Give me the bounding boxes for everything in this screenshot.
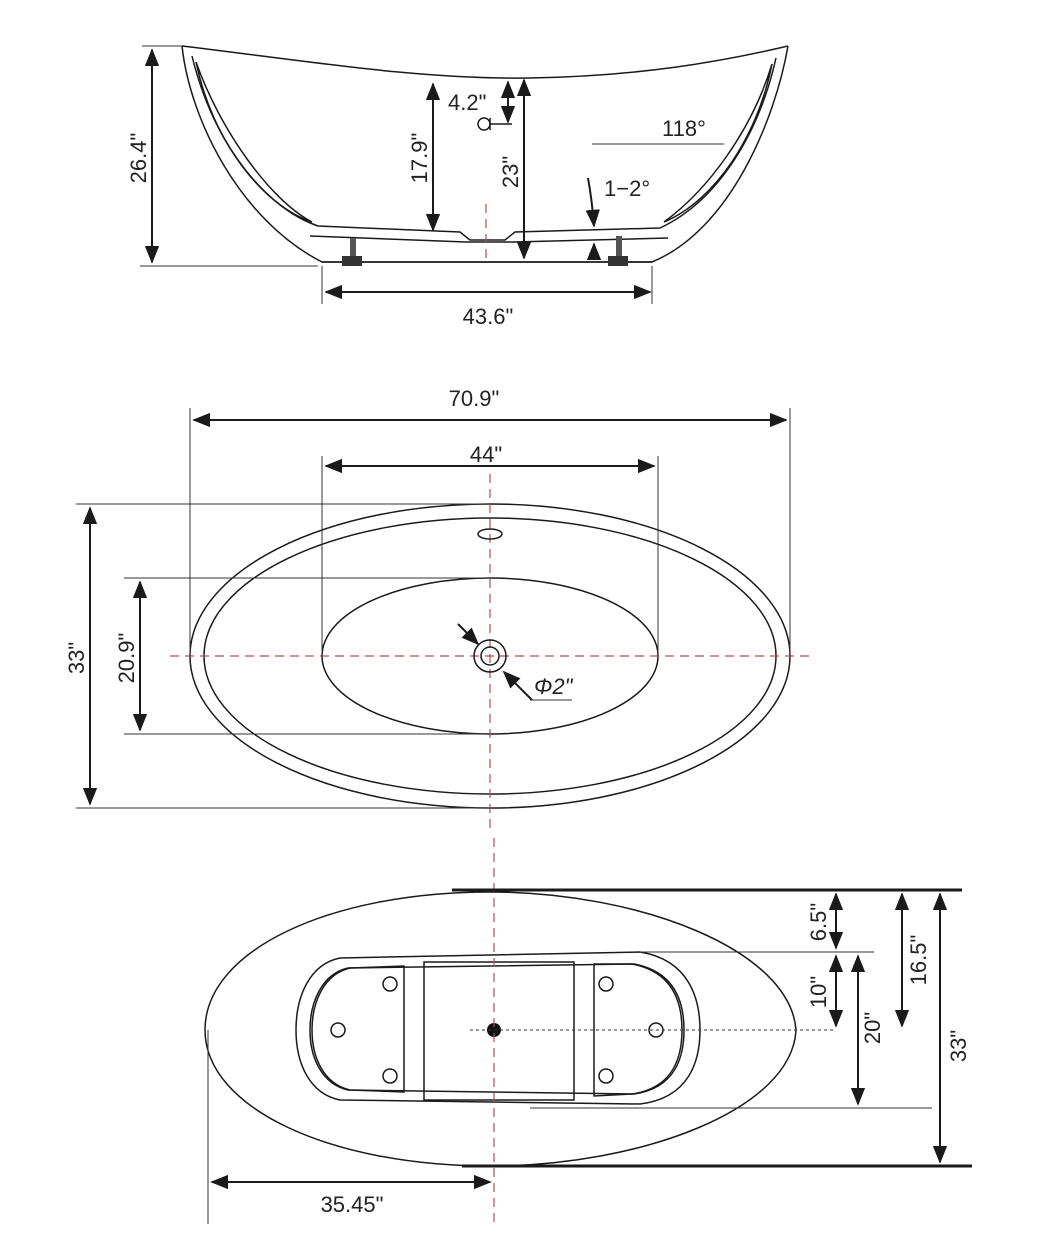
label-overflow-offset: 4.2" [448, 90, 486, 115]
drain [473, 639, 507, 673]
slope-arrow [585, 177, 600, 228]
label-base-length: 43.6" [463, 304, 514, 329]
bottom-view: 6.5" 10" 20" 16.5" 33" 35.45" [204, 838, 972, 1226]
label-basin-width: 20.9" [114, 633, 139, 684]
leveling-foot-right [608, 236, 628, 266]
foot-circle-left-top [382, 976, 398, 992]
foot-circle-right-top [598, 976, 614, 992]
top-view: Φ2" 70.9" 44" 33" 20.9" [64, 386, 810, 834]
foot-circle-left-bottom [382, 1068, 398, 1084]
leveling-foot-left [342, 238, 362, 266]
tub-inner-wall [191, 55, 777, 241]
base-outline-outer [295, 951, 701, 1105]
shell-cavity-left [195, 61, 313, 223]
label-interior-height: 23" [498, 156, 523, 188]
label-6-5: 6.5" [806, 903, 831, 941]
label-overall-height: 26.4" [126, 133, 151, 184]
tub-floor [309, 235, 669, 243]
label-overall-width: 33" [64, 642, 89, 674]
label-interior-length: 44" [470, 442, 502, 467]
label-16-5: 16.5" [906, 935, 931, 986]
overflow-mark [477, 528, 503, 540]
shell-cavity-right [663, 63, 773, 223]
label-33-bottom: 33" [946, 1030, 971, 1062]
label-20: 20" [860, 1012, 885, 1044]
label-drain-diameter: Φ2" [534, 674, 574, 699]
foot-circle-left-mid [330, 1022, 346, 1038]
side-view: 26.4" 17.9" 4.2" 23" 118° 1−2° 43.6" [126, 45, 789, 329]
label-overall-length: 70.9" [449, 386, 500, 411]
drain-arrow-lower [502, 670, 533, 701]
label-wall-angle: 118° [662, 116, 706, 141]
label-10: 10" [806, 976, 831, 1008]
drain-arrow-upper [457, 623, 480, 646]
overflow-fixture [477, 117, 512, 131]
label-35-45: 35.45" [321, 1192, 384, 1217]
label-interior-depth: 17.9" [407, 133, 432, 184]
center-panel [423, 961, 575, 1101]
label-floor-slope: 1−2° [604, 176, 650, 201]
support-panel-left [311, 965, 405, 1093]
foot-circle-right-bottom [598, 1068, 614, 1084]
tub-rim [181, 45, 789, 79]
